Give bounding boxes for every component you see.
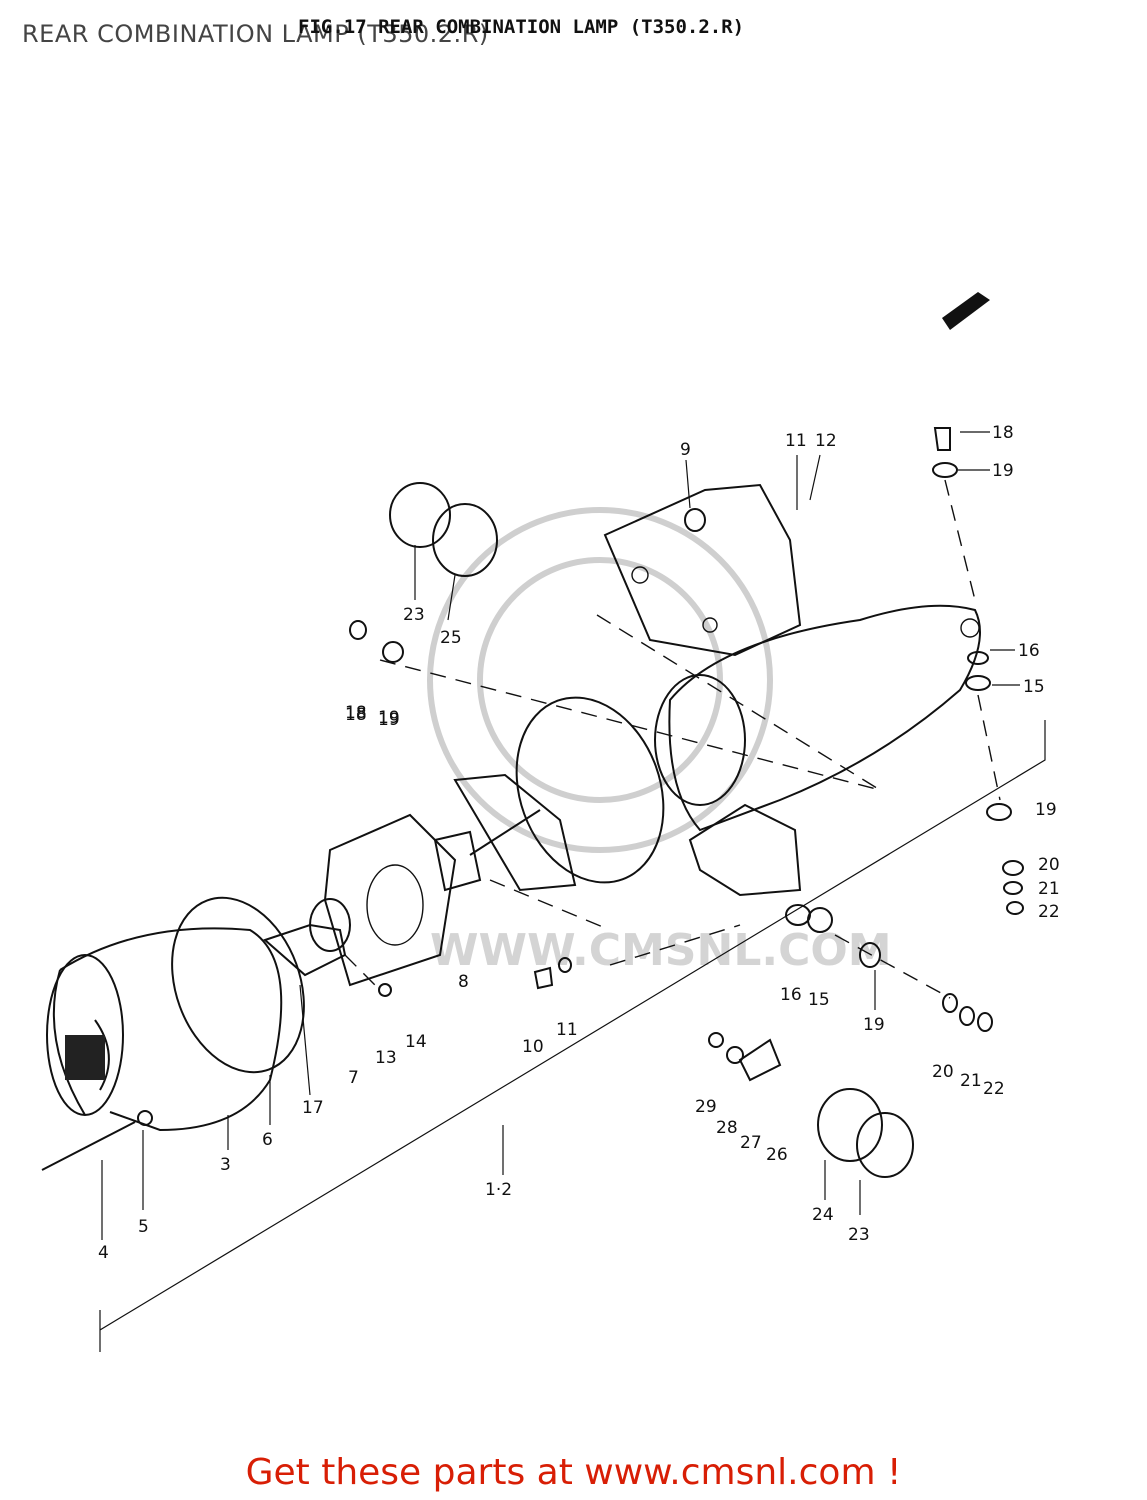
reflector-plate <box>515 696 665 884</box>
callout: 11 <box>785 431 807 451</box>
page-title: REAR COMBINATION LAMP (T350.2.R) <box>22 20 489 48</box>
callouts: 18 19 9 11 12 18 19 16 15 23 25 18 19 19… <box>98 423 1060 1263</box>
callout: 16 <box>1018 641 1040 661</box>
side-bracket <box>688 803 802 897</box>
callout: 12 <box>815 431 837 451</box>
watermark-text: WWW.CMSNL.COM <box>430 925 892 976</box>
callout: 9 <box>680 440 691 460</box>
callout: 26 <box>766 1145 788 1165</box>
assembly-bracket <box>99 720 1046 1352</box>
mounting-bracket <box>603 483 802 657</box>
callout: 17 <box>302 1098 324 1118</box>
callout: 18 <box>992 423 1014 443</box>
callout: 21 <box>1038 879 1060 899</box>
callout: 16 <box>780 985 802 1005</box>
callout: 4 <box>98 1243 109 1263</box>
side-reflector-top <box>389 482 498 577</box>
callout: 23 <box>848 1225 870 1245</box>
direction-badge <box>942 292 990 330</box>
lamp-housing <box>46 927 283 1132</box>
callout: 15 <box>808 990 830 1010</box>
bulb-socket <box>263 898 351 977</box>
callout: 22 <box>983 1079 1005 1099</box>
callout: 18 <box>345 703 367 723</box>
callout: 23 <box>403 605 425 625</box>
callout: 3 <box>220 1155 231 1175</box>
leader-lines <box>101 431 1020 1240</box>
callout: 19 <box>863 1015 885 1035</box>
footer-link-text[interactable]: Get these parts at www.cmsnl.com ! <box>245 1452 902 1493</box>
callout: 22 <box>1038 902 1060 922</box>
tail-housing <box>654 604 981 832</box>
watermark-logo: WWW.CMSNL.COM <box>427 507 892 976</box>
callout: 8 <box>458 972 469 992</box>
callout: 15 <box>1023 677 1045 697</box>
figure-title: FIG.17 REAR COMBINATION LAMP (T350.2.R) <box>298 16 745 38</box>
callout: 27 <box>740 1133 762 1153</box>
callout: 6 <box>262 1130 273 1150</box>
hardware <box>41 427 1024 1171</box>
callout: 5 <box>138 1217 149 1237</box>
side-reflector-bottom <box>817 1088 914 1178</box>
callout: 20 <box>932 1062 954 1082</box>
callout: 1·2 <box>485 1180 512 1200</box>
callout: 14 <box>405 1032 427 1052</box>
callout: 24 <box>812 1205 834 1225</box>
callout: 13 <box>375 1048 397 1068</box>
callout: 21 <box>960 1071 982 1091</box>
callout: 29 <box>695 1097 717 1117</box>
callout: 18 <box>345 705 367 725</box>
base-plate <box>323 813 457 987</box>
callout: 25 <box>440 628 462 648</box>
callout: 19 <box>992 461 1014 481</box>
assembly-lines <box>344 479 1001 999</box>
callout: 20 <box>1038 855 1060 875</box>
bracket-8 <box>433 773 577 892</box>
callout: 19 <box>378 708 400 728</box>
callout: 19 <box>378 710 400 730</box>
callout: 19 <box>1035 800 1057 820</box>
callout: 7 <box>348 1068 359 1088</box>
callout: 10 <box>522 1037 544 1057</box>
gasket-6 <box>171 896 305 1074</box>
callout: 28 <box>716 1118 738 1138</box>
callout: 11 <box>556 1020 578 1040</box>
